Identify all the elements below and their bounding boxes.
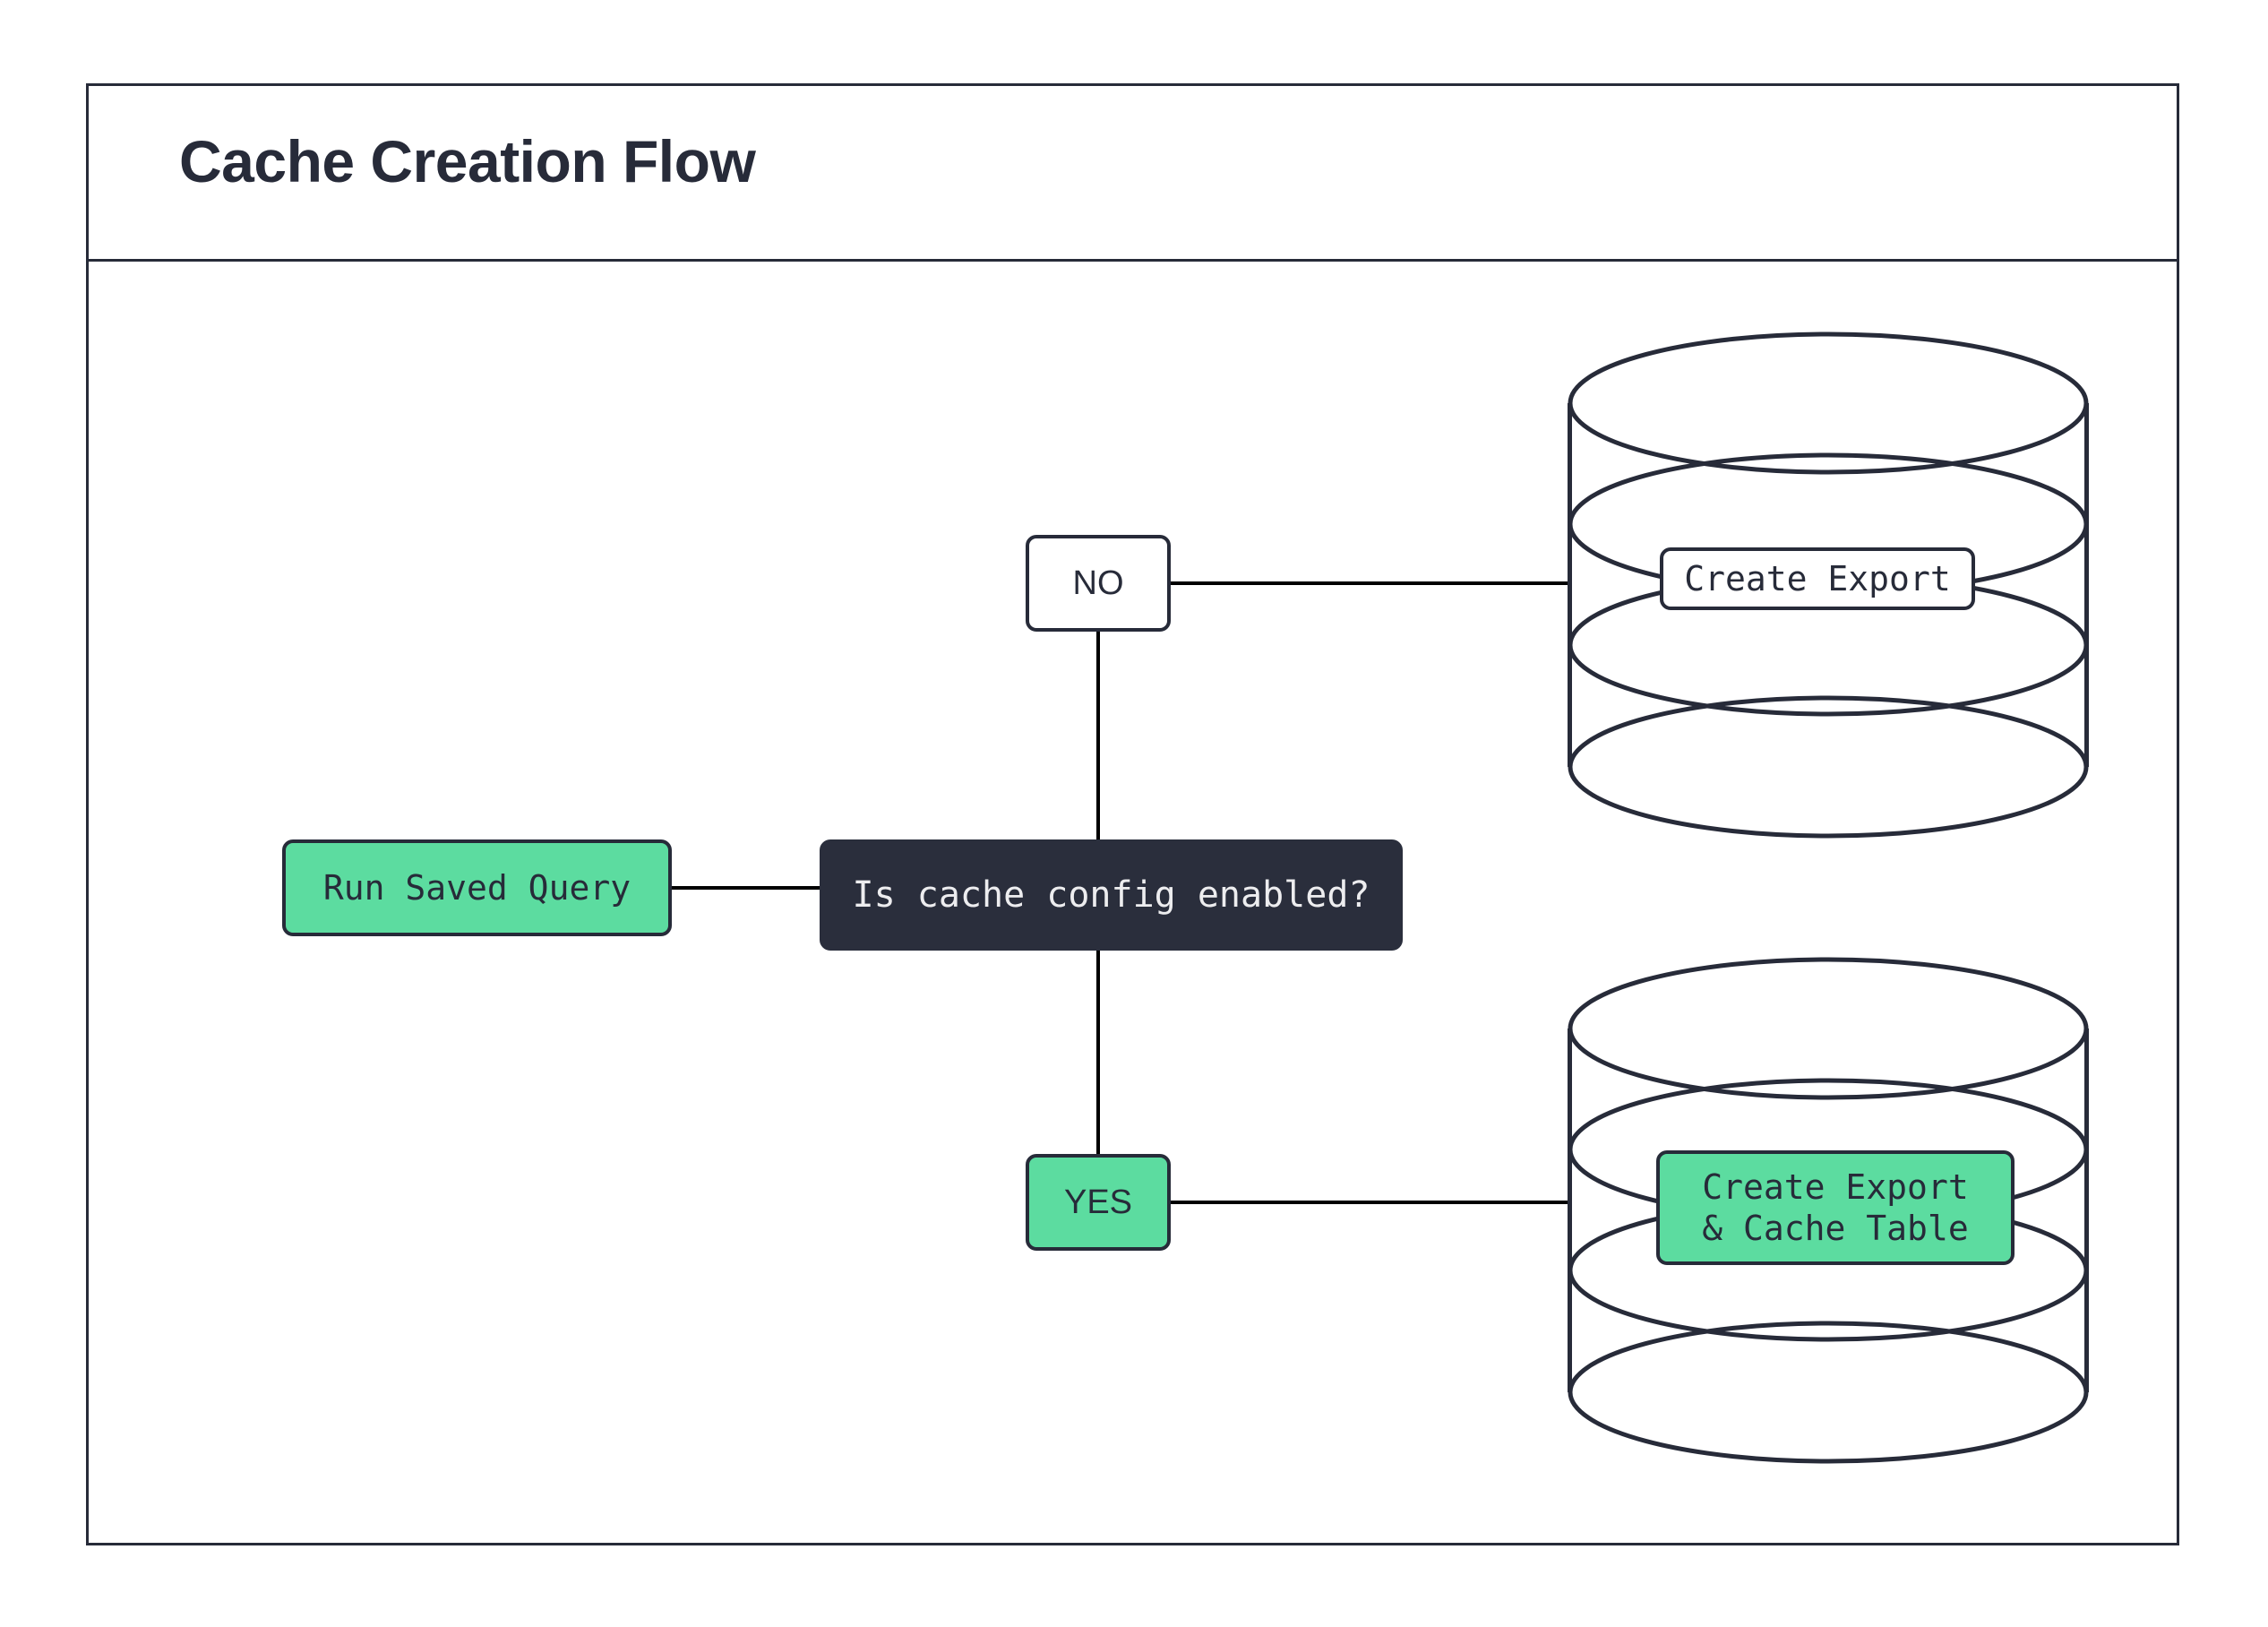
node-decision-cache-config[interactable]: Is cache config enabled? xyxy=(820,839,1403,951)
node-create-export[interactable]: Create Export xyxy=(1660,547,1975,610)
edge-decision-to-yes xyxy=(1096,949,1100,1157)
node-run-saved-query[interactable]: Run Saved Query xyxy=(282,839,672,936)
edge-run-saved-query-to-decision xyxy=(672,886,821,890)
diagram-header-band xyxy=(86,83,2179,262)
edge-decision-to-no xyxy=(1096,630,1100,843)
page-title: Cache Creation Flow xyxy=(179,128,756,194)
edge-label-no[interactable]: NO xyxy=(1026,535,1171,632)
node-create-export-and-cache-table[interactable]: Create Export & Cache Table xyxy=(1656,1150,2015,1265)
edge-no-to-create-export xyxy=(1169,581,1570,585)
diagram-frame xyxy=(86,83,2179,1545)
edge-label-yes[interactable]: YES xyxy=(1026,1154,1171,1251)
edge-yes-to-create-export-cache xyxy=(1169,1201,1570,1204)
